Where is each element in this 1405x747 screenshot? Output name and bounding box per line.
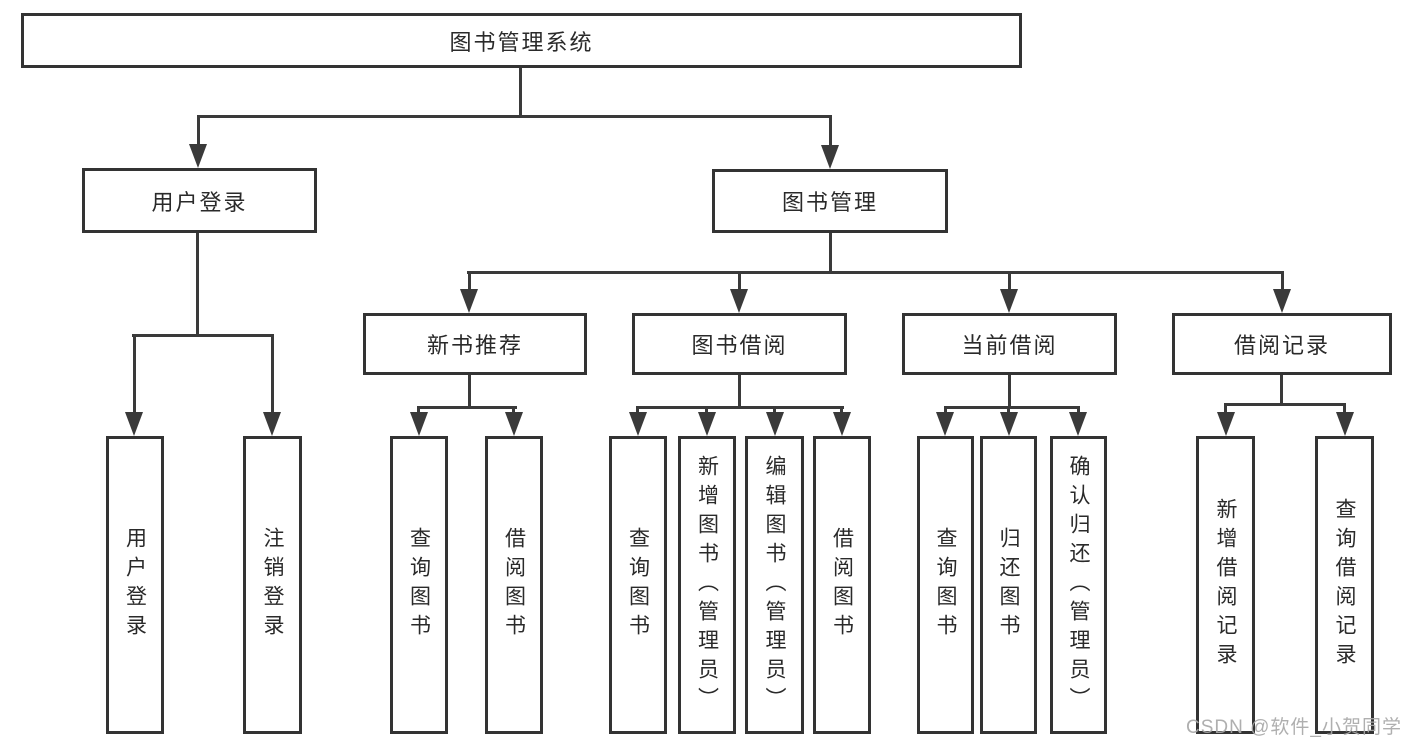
connector-line	[133, 334, 136, 414]
connector-line	[1280, 375, 1283, 406]
arrow-down-icon	[730, 289, 748, 313]
leaf-current-confirm-return-admin: 确认归还（管理员）	[1050, 436, 1107, 734]
arrow-down-icon	[1273, 289, 1291, 313]
leaf-current-query-books: 查询图书	[917, 436, 974, 734]
leaf-user-login: 用户登录	[106, 436, 164, 734]
node-borrow-records: 借阅记录	[1172, 313, 1392, 375]
node-new-book-recommend: 新书推荐	[363, 313, 587, 375]
connector-line	[1224, 403, 1227, 415]
leaf-current-return-books-label: 归还图书	[997, 527, 1020, 643]
connector-line	[1008, 375, 1011, 409]
leaf-newbook-query-books-label: 查询图书	[407, 527, 431, 643]
arrow-down-icon	[629, 412, 647, 436]
leaf-borrow-query-books-label: 查询图书	[626, 527, 650, 643]
node-book-management: 图书管理	[712, 169, 948, 233]
arrow-down-icon	[505, 412, 523, 436]
leaf-current-query-books-label: 查询图书	[934, 527, 957, 643]
connector-line	[738, 271, 741, 291]
arrow-down-icon	[1217, 412, 1235, 436]
arrow-down-icon	[766, 412, 784, 436]
connector-line	[1281, 271, 1284, 291]
leaf-newbook-borrow-books-label: 借阅图书	[502, 527, 526, 643]
leaf-borrow-borrow-books-label: 借阅图书	[830, 527, 854, 643]
arrow-down-icon	[1336, 412, 1354, 436]
leaf-logout-login: 注销登录	[243, 436, 302, 734]
leaf-user-login-label: 用户登录	[123, 527, 147, 643]
arrow-down-icon	[125, 412, 143, 436]
connector-line	[636, 406, 844, 409]
connector-line	[829, 233, 832, 273]
leaf-newbook-query-books: 查询图书	[390, 436, 448, 734]
leaf-records-add-borrow-record: 新增借阅记录	[1196, 436, 1255, 734]
connector-line	[132, 334, 274, 337]
connector-line	[773, 406, 776, 415]
arrow-down-icon	[1069, 412, 1087, 436]
connector-line	[840, 406, 843, 415]
node-library-management-system: 图书管理系统	[21, 13, 1022, 68]
connector-line	[512, 406, 515, 415]
arrow-down-icon	[833, 412, 851, 436]
connector-line	[1343, 403, 1346, 415]
connector-line	[468, 271, 471, 291]
connector-line	[467, 271, 1284, 274]
connector-line	[1008, 271, 1011, 291]
arrow-down-icon	[263, 412, 281, 436]
node-user-login: 用户登录	[82, 168, 317, 233]
leaf-borrow-query-books: 查询图书	[609, 436, 667, 734]
connector-line	[1224, 403, 1346, 406]
leaf-newbook-borrow-books: 借阅图书	[485, 436, 543, 734]
connector-line	[738, 375, 741, 409]
leaf-borrow-add-books-admin: 新增图书（管理员）	[678, 436, 736, 734]
connector-line	[468, 375, 471, 409]
leaf-borrow-edit-books-admin-label: 编辑图书（管理员）	[763, 454, 786, 716]
arrow-down-icon	[698, 412, 716, 436]
connector-line	[519, 68, 522, 117]
connector-line	[829, 115, 832, 147]
arrow-down-icon	[410, 412, 428, 436]
connector-line	[197, 115, 832, 118]
node-current-borrow: 当前借阅	[902, 313, 1117, 375]
connector-line	[944, 406, 1080, 409]
connector-line	[417, 406, 517, 409]
watermark: CSDN @软件_小贺同学	[1186, 717, 1402, 738]
leaf-current-return-books: 归还图书	[980, 436, 1037, 734]
connector-line	[417, 406, 420, 415]
leaf-records-add-borrow-record-label: 新增借阅记录	[1214, 498, 1237, 672]
connector-line	[1077, 406, 1080, 415]
connector-line	[196, 233, 199, 336]
leaf-borrow-borrow-books: 借阅图书	[813, 436, 871, 734]
connector-line	[705, 406, 708, 415]
leaf-borrow-add-books-admin-label: 新增图书（管理员）	[695, 454, 719, 716]
connector-line	[944, 406, 947, 415]
connector-line	[271, 334, 274, 414]
leaf-logout-login-label: 注销登录	[261, 527, 284, 643]
connector-line	[636, 406, 639, 415]
leaf-current-confirm-return-admin-label: 确认归还（管理员）	[1067, 454, 1090, 716]
leaf-borrow-edit-books-admin: 编辑图书（管理员）	[745, 436, 804, 734]
arrow-down-icon	[821, 145, 839, 169]
arrow-down-icon	[189, 144, 207, 168]
arrow-down-icon	[460, 289, 478, 313]
leaf-records-query-borrow-record-label: 查询借阅记录	[1333, 498, 1356, 672]
connector-line	[1007, 406, 1010, 415]
arrow-down-icon	[936, 412, 954, 436]
node-book-borrow: 图书借阅	[632, 313, 847, 375]
arrow-down-icon	[1000, 412, 1018, 436]
leaf-records-query-borrow-record: 查询借阅记录	[1315, 436, 1374, 734]
connector-line	[197, 115, 200, 147]
arrow-down-icon	[1000, 289, 1018, 313]
